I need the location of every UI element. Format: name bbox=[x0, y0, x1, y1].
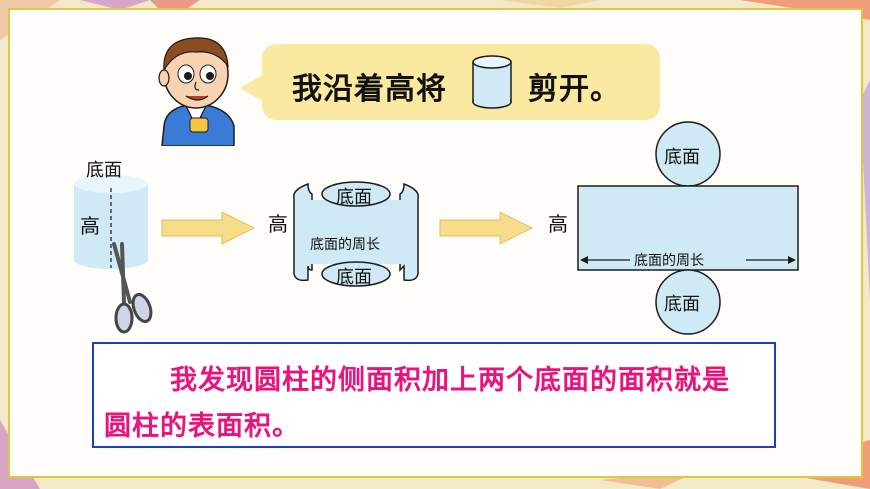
cylinder-figure bbox=[74, 175, 148, 269]
speech-text-before: 我沿着高将 bbox=[292, 72, 447, 107]
scissors-icon bbox=[112, 242, 153, 334]
speech-text-after: 剪开。 bbox=[528, 72, 621, 107]
stage1-height-label: 高 bbox=[80, 214, 100, 238]
stage3-perimeter-label: 底面的周长 bbox=[634, 253, 704, 269]
speech-bubble-tail bbox=[240, 74, 264, 102]
stage1-top-label: 底面 bbox=[86, 160, 122, 181]
boy-avatar bbox=[158, 37, 235, 146]
conclusion-text: 我发现圆柱的侧面积加上两个底面的面积就是圆柱的表面积。 bbox=[104, 365, 730, 442]
arrow-right-icon bbox=[161, 211, 256, 245]
cylinder-icon bbox=[472, 55, 512, 109]
stage3-top-base-label: 底面 bbox=[664, 147, 700, 168]
stage3-bottom-base-label: 底面 bbox=[664, 294, 700, 315]
cylinder-net-figure bbox=[577, 121, 799, 335]
unrolling-figure bbox=[293, 181, 419, 287]
speech-bubble bbox=[262, 44, 660, 120]
stage2-perimeter-label: 底面的周长 bbox=[310, 237, 380, 253]
conclusion-box bbox=[92, 342, 776, 448]
stage2-bottom-base-label: 底面 bbox=[336, 267, 372, 288]
stage2-height-label: 高 bbox=[268, 212, 288, 236]
stage2-top-base-label: 底面 bbox=[336, 187, 372, 208]
stage3-height-label: 高 bbox=[548, 212, 568, 236]
arrow-right-icon bbox=[439, 211, 534, 245]
